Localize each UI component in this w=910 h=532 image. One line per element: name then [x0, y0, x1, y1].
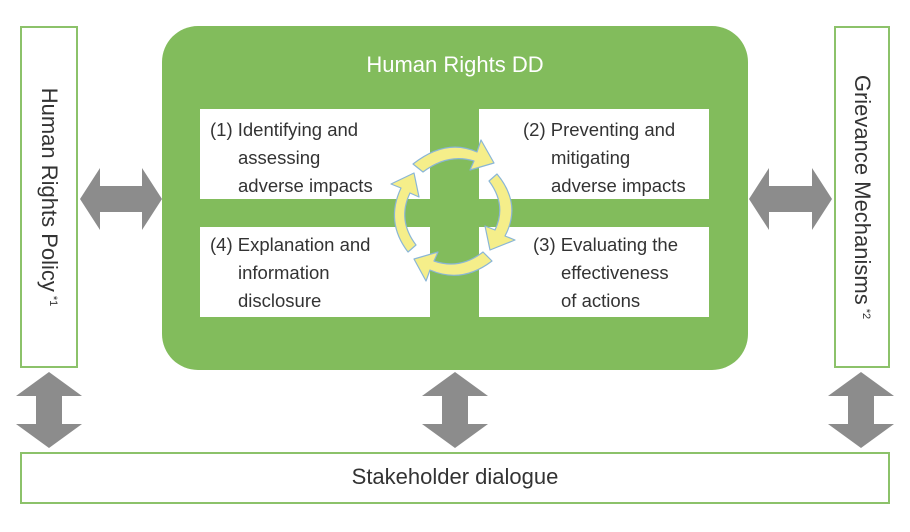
right-double-arrow-icon: [749, 168, 832, 230]
stakeholder-dialogue-label: Stakeholder dialogue: [351, 464, 559, 489]
human-rights-dd-title: Human Rights DD: [366, 52, 544, 77]
center-vertical-double-arrow-icon: [422, 372, 488, 448]
step-1-line-2: assessing: [238, 147, 321, 168]
right-vertical-double-arrow-icon: [828, 372, 894, 448]
step-4-box: (4) Explanation and information disclosu…: [200, 227, 430, 317]
left-vertical-double-arrow-icon: [16, 372, 82, 448]
step-4-line-3: disclosure: [238, 290, 322, 311]
step-4-line-1: (4) Explanation and: [210, 234, 371, 255]
step-2-line-3: adverse impacts: [551, 175, 686, 196]
left-double-arrow-icon: [80, 168, 162, 230]
cycle-arrow-bottom-icon: [413, 251, 493, 282]
step-3-box: (3) Evaluating the effectiveness of acti…: [479, 227, 709, 317]
step-2-line-1: (2) Preventing and: [523, 119, 676, 140]
step-1-line-1: (1) Identifying and: [210, 119, 359, 140]
step-3-line-3: of actions: [561, 290, 641, 311]
cycle-arrow-right-icon: [484, 173, 516, 251]
step-3-line-2: effectiveness: [561, 262, 669, 283]
step-1-line-3: adverse impacts: [238, 175, 373, 196]
step-2-box: (2) Preventing and mitigating adverse im…: [479, 109, 709, 199]
step-3-line-1: (3) Evaluating the: [533, 234, 679, 255]
step-2-line-2: mitigating: [551, 147, 631, 168]
human-rights-policy-box: Human Rights Policy*1: [20, 26, 78, 368]
step-4-line-2: information: [238, 262, 330, 283]
grievance-mechanisms-box: Grievance Mechanisms*2: [834, 26, 890, 368]
stakeholder-dialogue-box: Stakeholder dialogue: [20, 452, 890, 504]
cycle-arrow-top-icon: [412, 139, 495, 173]
cycle-arrow-left-icon: [390, 172, 420, 253]
